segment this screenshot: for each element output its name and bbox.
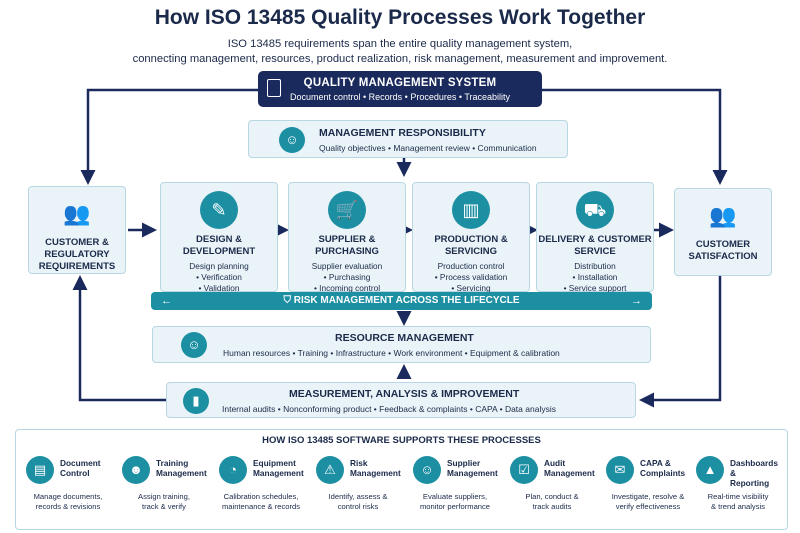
measurement-analysis-improvement: ▮ MEASUREMENT, ANALYSIS & IMPROVEMENT In… [166,382,636,418]
stage-supplier-purchasing: 🛒 SUPPLIER & PURCHASING Supplier evaluat… [288,182,406,293]
truck-icon: ⛟ [576,191,614,229]
people-icon: ☺ [279,127,305,153]
management-responsibility: ☺ MANAGEMENT RESPONSIBILITY Quality obje… [248,120,568,158]
stage-production-servicing: ▥ PRODUCTION & SERVICING Production cont… [412,182,530,293]
software-card-dashboards-reporting: ▲ Dashboards &Reporting Real-time visibi… [690,454,786,528]
risk-management-bar: ← ⛉ RISK MANAGEMENT ACROSS THE LIFECYCLE… [151,292,652,310]
pencil-ruler-icon: ✎ [200,191,238,229]
group-icon: 👥 [63,201,91,226]
document-icon [267,79,281,97]
factory-icon: ▥ [452,191,490,229]
customer-requirements: 👥 CUSTOMER & REGULATORY REQUIREMENTS [28,186,126,274]
gauge-icon: ◔ [219,456,247,484]
arrow-left-icon: ← [161,295,172,307]
chart-icon: ▲ [696,456,724,484]
person-icon: ☻ [122,456,150,484]
clipboard-icon: ☑ [510,456,538,484]
arrow-right-icon: → [631,295,642,307]
resource-management: ☺ RESOURCE MANAGEMENT Human resources • … [152,326,651,363]
group-icon: ☺ [413,456,441,484]
page-subtitle: ISO 13485 requirements span the entire q… [132,38,668,65]
software-support-panel: HOW ISO 13485 SOFTWARE SUPPORTS THESE PR… [15,429,788,530]
group-icon: 👥 [709,203,737,228]
software-card-capa-complaints: ✉ CAPA &Complaints Investigate, resolve … [600,454,696,528]
customer-satisfaction: 👥 CUSTOMER SATISFACTION [674,188,772,276]
document-icon: ▤ [26,456,54,484]
chat-icon: ✉ [606,456,634,484]
stage-design-development: ✎ DESIGN & DEVELOPMENT Design planning •… [160,182,278,293]
page-title: How ISO 13485 Quality Processes Work Tog… [154,6,646,29]
cart-icon: 🛒 [328,191,366,229]
shield-icon: ⛉ [283,295,294,306]
bar-chart-icon: ▮ [183,388,209,414]
people-icon: ☺ [181,332,207,358]
stage-delivery-customer-service: ⛟ DELIVERY & CUSTOMER SERVICE Distributi… [536,182,654,293]
warning-icon: ⚠ [316,456,344,484]
quality-management-system: QUALITY MANAGEMENT SYSTEM Document contr… [258,71,542,107]
